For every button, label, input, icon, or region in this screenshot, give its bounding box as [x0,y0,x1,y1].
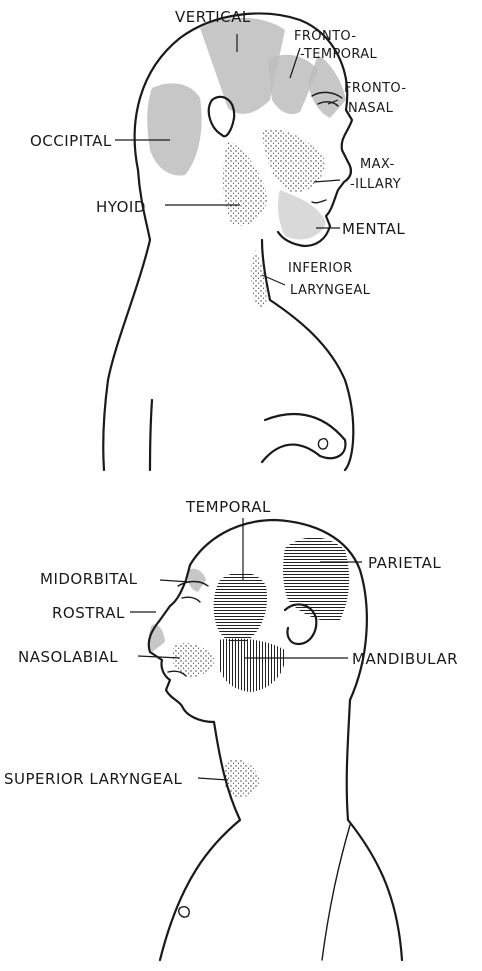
top-arm [150,400,152,470]
label-fronto-nasal-line1: FRONTO- [344,81,407,96]
label-mandibular: MANDIBULAR [352,650,458,668]
occipital-zone [147,83,201,175]
label-maxillary-line1: MAX- [360,157,395,172]
label-nasolabial: NASOLABIAL [18,648,118,666]
label-maxillary-line2: -ILLARY [350,177,401,192]
label-mental: MENTAL [342,220,405,238]
label-fronto-temporal-line1: FRONTO- [294,29,357,44]
parietal-zone [283,537,349,621]
label-inferior-laryngeal-line2: LARYNGEAL [290,283,371,298]
rostral-zone [149,624,165,652]
label-vertical: VERTICAL [175,8,251,26]
mandibular-zone [218,638,285,692]
top-nipple [318,439,327,449]
label-occipital: OCCIPITAL [30,132,112,150]
mental-zone [278,190,326,240]
midorbital-zone [187,569,206,592]
label-hyoid: HYOID [96,198,146,216]
temporal-zone [214,572,267,643]
fronto-nasal-zone [308,55,346,118]
label-fronto-nasal-line2: NASAL [348,101,394,116]
label-fronto-temporal-line2: -TEMPORAL [300,47,378,62]
label-midorbital: MIDORBITAL [40,570,138,588]
bottom-shoulder-line [322,825,350,960]
bottom-neck-front [160,722,240,960]
maxillary-zone [262,129,325,192]
top-mouth [312,200,326,203]
bottom-neck-back [347,700,402,960]
label-inferior-laryngeal-line1: INFERIOR [288,261,353,276]
bottom-nipple [179,907,190,917]
top-ear [209,97,234,136]
top-figure: VERTICAL FRONTO- -TEMPORAL FRONTO- NASAL… [30,8,407,470]
bottom-eye [182,597,200,602]
label-superior-laryngeal: SUPERIOR LARYNGEAL [4,770,183,788]
bottom-figure: TEMPORAL MIDORBITAL PARIETAL ROSTRAL NAS… [4,498,458,960]
hyoid-zone [223,140,268,226]
top-chest [262,414,345,462]
label-temporal: TEMPORAL [185,498,271,516]
label-parietal: PARIETAL [368,554,441,572]
label-rostral: ROSTRAL [52,604,125,622]
